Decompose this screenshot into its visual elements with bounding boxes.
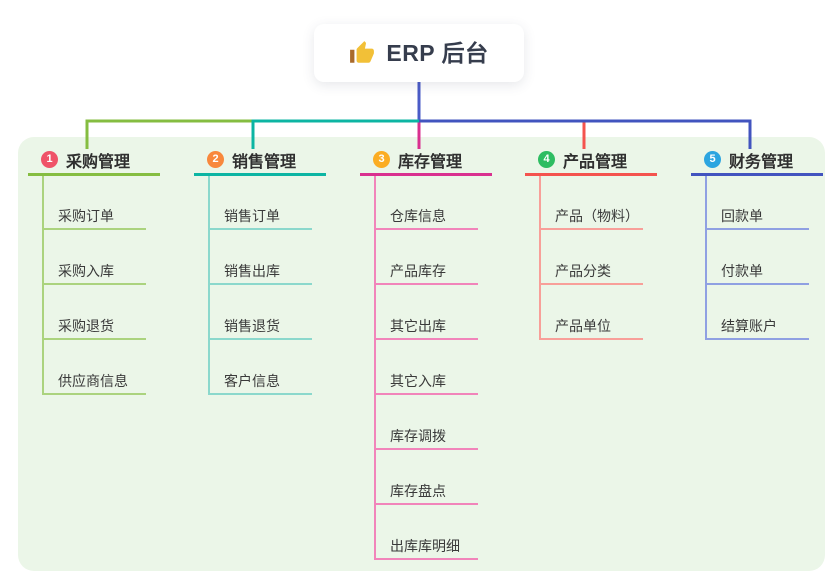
mindmap-leaf-node[interactable]: 采购入库	[42, 251, 146, 285]
leaf-label: 客户信息	[224, 373, 280, 389]
branch-number-badge: 4	[538, 151, 555, 168]
leaf-label: 库存盘点	[390, 483, 446, 499]
mindmap-leaf-node[interactable]: 产品分类	[539, 251, 643, 285]
mindmap-canvas	[18, 137, 825, 571]
leaf-label: 仓库信息	[390, 208, 446, 224]
mindmap-leaf-node[interactable]: 销售出库	[208, 251, 312, 285]
mindmap-leaf-node[interactable]: 客户信息	[208, 361, 312, 395]
leaf-label: 产品库存	[390, 263, 446, 279]
mindmap-leaf-node[interactable]: 其它出库	[374, 306, 478, 340]
mindmap-leaf-node[interactable]: 供应商信息	[42, 361, 146, 395]
leaf-label: 出库库明细	[390, 538, 460, 554]
leaf-label: 库存调拨	[390, 428, 446, 444]
mindmap-leaf-node[interactable]: 出库库明细	[374, 526, 478, 560]
mindmap-leaf-node[interactable]: 回款单	[705, 196, 809, 230]
branch-number-badge: 5	[704, 151, 721, 168]
branch-spine-line	[208, 176, 210, 395]
mindmap-leaf-node[interactable]: 其它入库	[374, 361, 478, 395]
branch-label: 销售管理	[232, 153, 297, 171]
branch-spine-line	[42, 176, 44, 395]
mindmap-leaf-node[interactable]: 产品库存	[374, 251, 478, 285]
leaf-label: 采购订单	[58, 208, 114, 224]
leaf-label: 采购入库	[58, 263, 114, 279]
branch-spine-line	[539, 176, 541, 340]
branch-label: 采购管理	[66, 153, 131, 171]
leaf-label: 产品分类	[555, 263, 611, 279]
root-title: ERP 后台	[386, 40, 489, 66]
mindmap-leaf-node[interactable]: 产品（物料）	[539, 196, 643, 230]
leaf-label: 付款单	[721, 263, 763, 279]
branch-number-badge: 3	[373, 151, 390, 168]
branch-header[interactable]: 4 产品管理	[525, 146, 657, 176]
mindmap-leaf-node[interactable]: 采购订单	[42, 196, 146, 230]
mindmap-leaf-node[interactable]: 采购退货	[42, 306, 146, 340]
root-node[interactable]: ERP 后台	[314, 24, 524, 82]
mindmap-leaf-node[interactable]: 销售订单	[208, 196, 312, 230]
mindmap-leaf-node[interactable]: 产品单位	[539, 306, 643, 340]
branch-header[interactable]: 5 财务管理	[691, 146, 823, 176]
branch-label: 产品管理	[563, 153, 628, 171]
leaf-label: 采购退货	[58, 318, 114, 334]
mindmap-leaf-node[interactable]: 结算账户	[705, 306, 809, 340]
branch-header[interactable]: 2 销售管理	[194, 146, 326, 176]
leaf-label: 其它入库	[390, 373, 446, 389]
mindmap-leaf-node[interactable]: 销售退货	[208, 306, 312, 340]
branch-spine-line	[374, 176, 376, 560]
leaf-label: 产品（物料）	[555, 208, 639, 224]
leaf-label: 销售退货	[224, 318, 280, 334]
leaf-label: 销售订单	[224, 208, 280, 224]
leaf-label: 供应商信息	[58, 373, 128, 389]
branch-spine-line	[705, 176, 707, 340]
branch-label: 库存管理	[398, 153, 463, 171]
leaf-label: 结算账户	[721, 318, 777, 334]
leaf-label: 其它出库	[390, 318, 446, 334]
branch-number-badge: 1	[41, 151, 58, 168]
leaf-label: 销售出库	[224, 263, 280, 279]
leaf-label: 回款单	[721, 208, 763, 224]
branch-label: 财务管理	[729, 153, 794, 171]
branch-number-badge: 2	[207, 151, 224, 168]
mindmap-leaf-node[interactable]: 仓库信息	[374, 196, 478, 230]
thumbs-up-icon	[349, 40, 375, 66]
mindmap-leaf-node[interactable]: 库存盘点	[374, 471, 478, 505]
branch-header[interactable]: 1 采购管理	[28, 146, 160, 176]
leaf-label: 产品单位	[555, 318, 611, 334]
mindmap-leaf-node[interactable]: 库存调拨	[374, 416, 478, 450]
branch-header[interactable]: 3 库存管理	[360, 146, 492, 176]
mindmap-leaf-node[interactable]: 付款单	[705, 251, 809, 285]
